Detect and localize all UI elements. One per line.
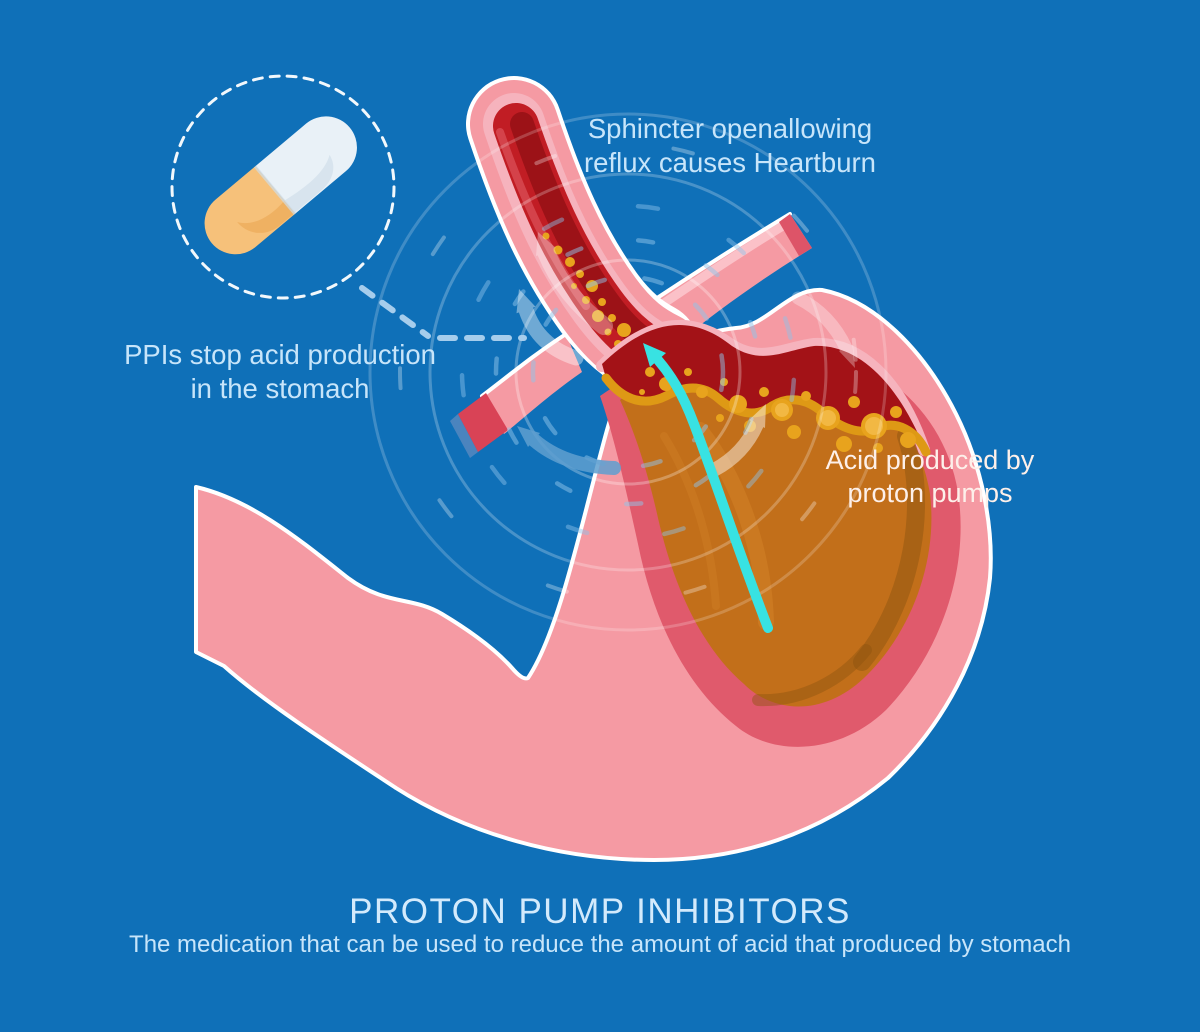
ppi-annotation: PPIs stop acid production in the stomach — [124, 339, 436, 404]
band-cut-face — [458, 393, 508, 452]
ppi-capsule-icon — [204, 116, 357, 255]
motion-arrow-in-esophagus — [536, 232, 613, 335]
page-subtitle: The medication that can be used to reduc… — [129, 931, 1071, 958]
sphincter-rings — [368, 112, 888, 632]
motion-arrow-upper-right — [791, 291, 855, 368]
ppi-pill-callout — [170, 74, 527, 341]
ring-circle — [428, 172, 828, 572]
page-title: PROTON PUMP INHIBITORS — [349, 892, 851, 931]
ring-dashes-blue — [530, 274, 726, 470]
ring-dashes-white — [398, 142, 858, 602]
reflux-arrow — [643, 343, 773, 633]
band-cut-shadow — [450, 414, 478, 458]
pill-connector-dashes — [359, 285, 431, 339]
sphincter-annotation: Sphincter openallowing reflux causes Hea… — [584, 113, 876, 178]
reflux-arrowhead — [643, 343, 666, 367]
acid-bubbles-highlight — [775, 403, 883, 435]
capsule-white-half — [255, 116, 357, 214]
band-cut-face — [779, 214, 812, 256]
ring-circle — [368, 112, 888, 632]
motion-arrow-right — [707, 404, 766, 477]
stomach-interior — [596, 319, 961, 747]
dashed-zoom-circle-icon — [170, 74, 396, 300]
acid-annotation: Acid produced by proton pumps — [825, 445, 1035, 508]
diaphragm-band-left — [450, 332, 582, 458]
motion-arrow-upper-left — [516, 289, 584, 366]
ring-circle — [514, 258, 742, 486]
motion-arrow-lower-left — [517, 426, 621, 475]
ring-dashes-blue — [493, 237, 763, 507]
